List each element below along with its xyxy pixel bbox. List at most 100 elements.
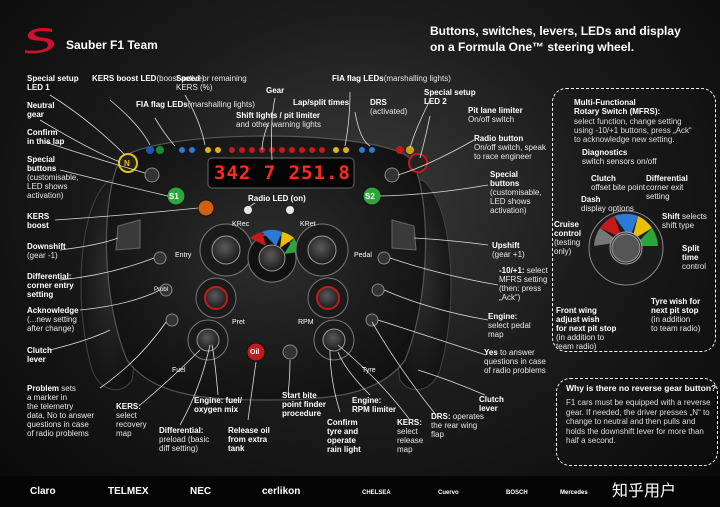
- label-radio-led: Radio LED (on): [248, 194, 306, 203]
- mfrs-tyre-wish-desc: (in addition to team radio): [651, 315, 701, 333]
- mfrs-split-title: Split time: [682, 244, 700, 262]
- label-upshift-title: Upshift: [492, 241, 520, 250]
- sponsor-1: TELMEX: [108, 486, 149, 497]
- label-clutch-lever-left-title: Clutch lever: [27, 346, 52, 364]
- label-kers-boost-title: KERS boost: [27, 212, 50, 230]
- label-downshift-title: Downshift: [27, 242, 66, 251]
- label-engine-rpm-title: Engine: RPM limiter: [352, 396, 397, 414]
- title-line-1: Buttons, switches, levers, LEDs and disp…: [430, 24, 681, 38]
- pret-label: Pret: [232, 319, 245, 326]
- label-kers-recovery: KERS: select recovery map: [116, 402, 147, 438]
- mfrs-diagnostics-title: Diagnostics: [582, 148, 628, 157]
- start-bite-button-shape: [282, 344, 298, 360]
- label-acknowledge-title: Acknowledge: [27, 306, 79, 315]
- label-engine-pedal: Engine: select pedal map: [488, 312, 531, 339]
- mfrs-differential: Differential corner exit setting: [646, 174, 688, 201]
- label-problem: Problem sets a marker in the telemetry d…: [27, 384, 94, 438]
- label-fia-flag-leds-right-desc: (marshalling lights): [383, 74, 451, 83]
- display-panel: [207, 157, 355, 189]
- probl-label: Probl: [154, 287, 169, 293]
- mfrs-callout: [552, 88, 716, 352]
- mfrs-diagnostics-desc: switch sensors on/off: [582, 157, 657, 166]
- label-special-buttons-right-desc: (customisable, LED shows activation): [490, 188, 542, 215]
- label-drs-activated: DRS (activated): [370, 98, 407, 116]
- label-mfrs-select: -10/+1: select MFRS setting (then: press…: [499, 266, 548, 302]
- label-engine-fuel-title: Engine: fuel/ oxygen mix: [194, 396, 242, 414]
- label-start-bite-title: Start bite point finder procedure: [282, 391, 326, 418]
- mfrs-cruise: Cruise control (testing only): [554, 220, 581, 256]
- clutch-lever-left-shape: [115, 219, 141, 251]
- rpm-label: RPM: [298, 319, 314, 326]
- label-clutch-lever-left: Clutch lever: [27, 346, 52, 364]
- label-pit-lane-limiter: Pit lane limiter On/off switch: [468, 106, 523, 124]
- label-drs-activated-desc: (activated): [370, 107, 408, 116]
- reverse-callout: [556, 378, 718, 466]
- mfrs-clutch-desc: offset bite point: [591, 183, 646, 192]
- label-confirm-tyre: Confirm tyre and operate rain light: [327, 418, 361, 454]
- label-upshift: Upshift (gear +1): [492, 241, 525, 259]
- label-special-buttons-left-title: Special buttons: [27, 155, 57, 173]
- label-speed-desc: or remaining KERS (%): [176, 74, 247, 92]
- fuel-label: Fuel: [172, 367, 186, 374]
- label-engine-pedal-title: Engine:: [488, 312, 518, 321]
- label-fia-flag-leds-right-title: FIA flag LEDs: [332, 74, 384, 83]
- radio-led-shape-2: [286, 206, 294, 214]
- label-start-bite: Start bite point finder procedure: [282, 391, 326, 418]
- sauber-logo-icon: [25, 27, 55, 54]
- label-kers-boost-led-title: KERS boost LED: [92, 74, 157, 83]
- mfrs-front-wing-desc: (in addition to team radio): [556, 333, 605, 351]
- radio-led-shape: [244, 206, 252, 214]
- mfrs-front-wing: Front wing adjust wish for next pit stop…: [556, 306, 616, 351]
- kers-boost-button-shape: [197, 199, 215, 217]
- label-speed: Speed or remaining KERS (%): [176, 74, 247, 92]
- label-kers-recovery-desc: select recovery map: [116, 411, 147, 438]
- mfrs-cruise-desc: (testing only): [554, 238, 581, 256]
- sponsor-6: BOSCH: [506, 490, 528, 496]
- label-clutch-lever-right: Clutch lever: [479, 395, 504, 413]
- mfrs-split-desc: control: [682, 262, 707, 271]
- label-differential-entry: Differential: corner entry setting: [27, 272, 74, 299]
- label-special-buttons-right: Special buttons (customisable, LED shows…: [490, 170, 542, 215]
- confirm-button-shape: [144, 167, 160, 183]
- label-differential-preload-title: Differential:: [159, 426, 204, 435]
- label-yes-answer-desc: to answer questions in case of radio pro…: [484, 348, 546, 375]
- label-fia-flag-leds-left-title: FIA flag LEDs: [136, 100, 188, 109]
- label-kers-release: KERS: select release map: [397, 418, 423, 454]
- label-pit-lane-limiter-title: Pit lane limiter: [468, 106, 523, 115]
- label-acknowledge-desc: (...new setting after change): [27, 315, 77, 333]
- label-fia-flag-leds-right: FIA flag LEDs(marshalling lights): [332, 74, 451, 83]
- mfrs-clutch-title: Clutch: [591, 174, 616, 183]
- label-engine-fuel: Engine: fuel/ oxygen mix: [194, 396, 242, 414]
- label-kers-release-title: KERS:: [397, 418, 422, 427]
- kret-label: KRet: [300, 221, 316, 228]
- label-drs-flap-title: DRS:: [431, 412, 451, 421]
- label-clutch-lever-right-title: Clutch lever: [479, 395, 504, 413]
- label-drs-activated-title: DRS: [370, 98, 387, 107]
- mfrs-dial: [588, 210, 664, 286]
- mfrs-desc: select function, change setting using -1…: [574, 117, 692, 144]
- label-radio-led-title: Radio LED (on): [248, 194, 306, 203]
- sponsor-3: cerlikon: [262, 486, 301, 497]
- pit-limiter-button-shape: [408, 153, 428, 173]
- label-neutral-gear: Neutral gear: [27, 101, 55, 119]
- label-special-setup-led-2-title: Special setup LED 2: [424, 88, 476, 106]
- label-drs-flap: DRS: operates the rear wing flap: [431, 412, 484, 439]
- mfrs-dash-title: Dash: [581, 195, 601, 204]
- watermark: 知乎用户: [612, 481, 677, 500]
- label-gear-title: Gear: [266, 86, 285, 95]
- label-confirm-lap: Confirm in this lap: [27, 128, 64, 146]
- label-confirm-lap-title: Confirm in this lap: [27, 128, 65, 146]
- mfrs-differential-desc: corner exit setting: [646, 183, 684, 201]
- oil-label: Oil: [250, 349, 260, 356]
- label-special-setup-led-1-title: Special setup LED 1: [27, 74, 79, 92]
- sponsor-0: Claro: [30, 486, 56, 497]
- entry-label: Entry: [175, 252, 192, 259]
- label-differential-preload-desc: preload (basic diff setting): [159, 435, 210, 453]
- label-downshift: Downshift (gear -1): [27, 242, 66, 260]
- label-shift-lights-desc: and other warning lights: [236, 120, 321, 129]
- label-shift-lights: Shift lights / pit limiter and other war…: [236, 111, 321, 129]
- label-mfrs-select-desc: select MFRS setting (then: press „Ack“): [499, 266, 548, 302]
- label-gear: Gear: [266, 86, 284, 95]
